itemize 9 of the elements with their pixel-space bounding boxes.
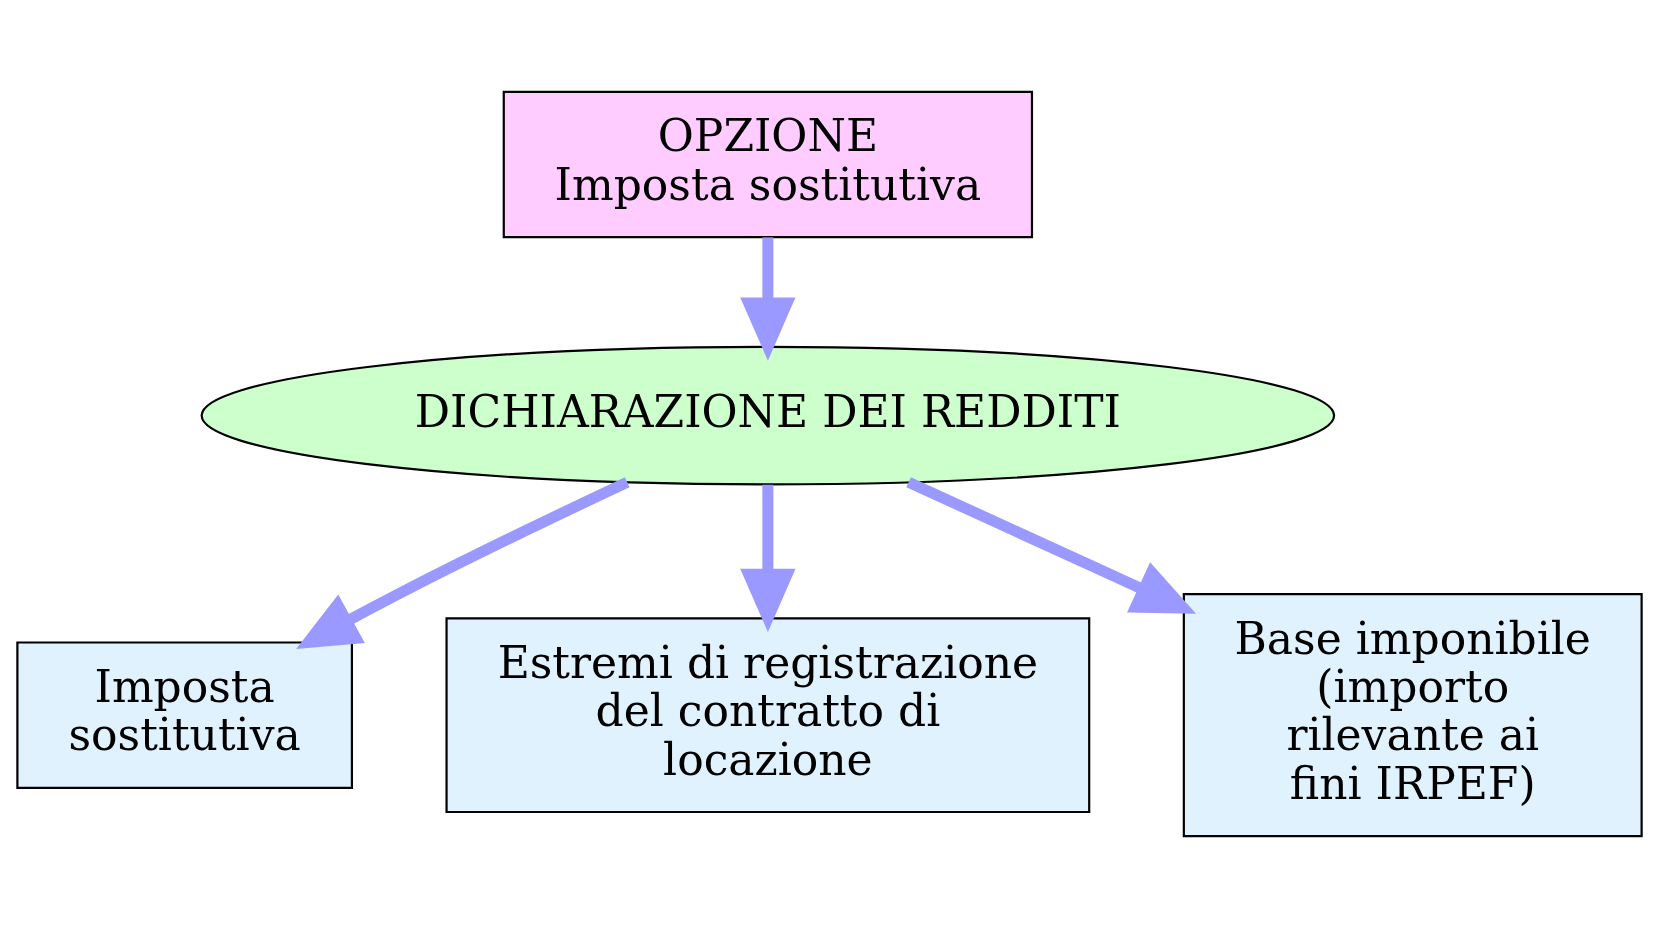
arrow — [906, 477, 1197, 614]
node-box: Estremi di registrazione del contratto di locazione — [445, 617, 1091, 814]
node-box: Base imponibile (importo rilevante ai fini IRPEF) — [1182, 593, 1643, 838]
arrow — [740, 237, 796, 361]
node-box: OPZIONE Imposta sostitutiva — [502, 90, 1034, 239]
arrow — [296, 477, 630, 650]
arrow — [740, 484, 796, 632]
node-box: Imposta sostitutiva — [16, 641, 354, 789]
node-ellipse: DICHIARAZIONE DEI REDDITI — [200, 345, 1336, 486]
